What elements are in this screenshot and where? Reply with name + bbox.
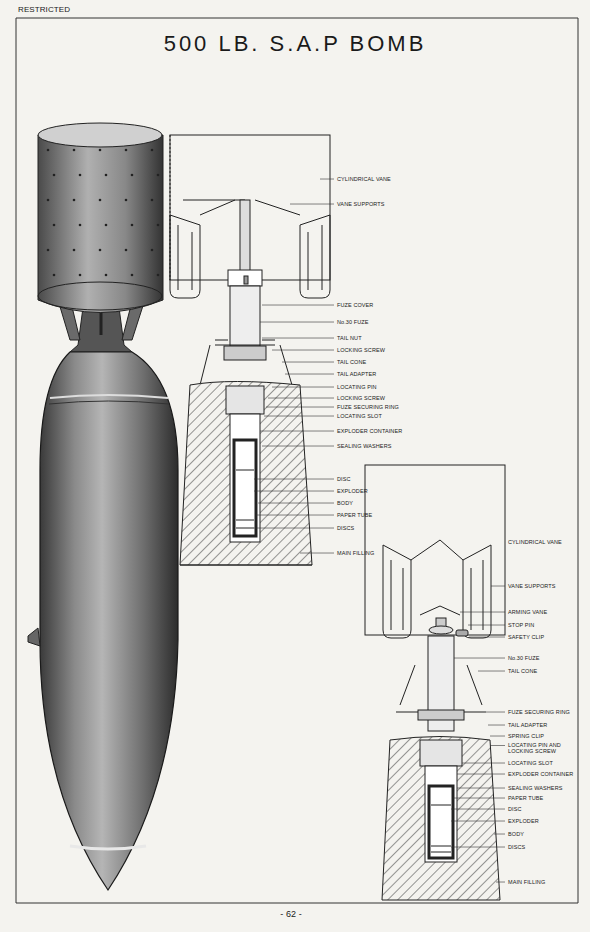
part-label: SEALING WASHERS <box>508 785 562 791</box>
part-label: FUZE SECURING RING <box>508 709 570 715</box>
leader-line <box>264 416 334 417</box>
leader-line <box>494 834 505 835</box>
part-label: EXPLODER <box>337 488 368 494</box>
part-label: TAIL ADAPTER <box>337 371 376 377</box>
part-label: DISC <box>337 476 351 482</box>
part-label: TAIL NUT <box>337 335 362 341</box>
part-label: SPRING CLIP <box>508 733 544 739</box>
part-label: FUZE SECURING RING <box>337 404 399 410</box>
leader-line <box>451 809 505 810</box>
part-label: VANE SUPPORTS <box>337 201 385 207</box>
part-label: ARMING VANE <box>508 609 547 615</box>
part-label: MAIN FILLING <box>508 879 545 885</box>
part-label: LOCKING SCREW <box>337 347 385 353</box>
leader-line <box>272 350 334 351</box>
part-label: LOCATING SLOT <box>508 760 553 766</box>
part-label: EXPLODER CONTAINER <box>508 771 573 777</box>
part-label: BODY <box>337 500 353 506</box>
leader-line <box>285 374 334 375</box>
page-frame <box>16 18 578 903</box>
part-label: LOCATING SLOT <box>337 413 382 419</box>
page-note: RESTRICTED <box>18 6 70 15</box>
part-label: PAPER TUBE <box>508 795 543 801</box>
leader-line <box>453 798 505 799</box>
page-note: - 62 - <box>0 910 582 920</box>
leader-line <box>490 736 505 737</box>
leader-line <box>290 204 334 205</box>
leader-line <box>256 515 334 516</box>
part-label: LOCATING PIN <box>337 384 377 390</box>
leader-line <box>478 671 505 672</box>
leader-line <box>254 491 334 492</box>
leader-line <box>496 882 505 883</box>
leader-line <box>300 553 334 554</box>
leader-line <box>260 322 334 323</box>
part-label: FUZE COVER <box>337 302 373 308</box>
part-label: EXPLODER <box>508 818 539 824</box>
part-label: DISCS <box>508 844 525 850</box>
leader-line <box>262 305 334 306</box>
leader-line <box>268 398 334 399</box>
part-label: No.30 FUZE <box>508 655 540 661</box>
leader-line <box>272 387 334 388</box>
part-label: DISC <box>508 806 522 812</box>
leader-line <box>258 503 334 504</box>
leader-line <box>451 821 505 822</box>
part-label: LOCATING PIN AND LOCKING SCREW <box>508 742 582 754</box>
part-label: EXPLODER CONTAINER <box>337 428 402 434</box>
part-label: TAIL CONE <box>508 668 537 674</box>
leader-line <box>457 774 505 775</box>
part-label: BODY <box>508 831 524 837</box>
part-label: STOP PIN <box>508 622 534 628</box>
part-label: LOCKING SCREW <box>337 395 385 401</box>
leader-line <box>266 407 334 408</box>
leader-line <box>491 586 505 587</box>
part-label: TAIL ADAPTER <box>508 722 547 728</box>
leader-line <box>260 431 334 432</box>
leader-line <box>460 612 505 613</box>
part-label: SAFETY CLIP <box>508 634 544 640</box>
leader-line <box>490 745 505 746</box>
part-label: SEALING WASHERS <box>337 443 391 449</box>
bomb-exterior <box>28 123 178 890</box>
leader-line <box>488 725 505 726</box>
leader-line <box>457 788 505 789</box>
part-label: PAPER TUBE <box>337 512 372 518</box>
part-label: CYLINDRICAL VANE <box>508 539 562 545</box>
leader-line <box>454 658 505 659</box>
leader-line <box>320 179 334 180</box>
leader-line <box>468 625 505 626</box>
leader-line <box>262 338 334 339</box>
lower-cutaway <box>365 465 505 900</box>
leader-line <box>486 712 505 713</box>
part-label: MAIN FILLING <box>337 550 374 556</box>
leader-line <box>262 446 334 447</box>
page-title: 500 LB. S.A.P BOMB <box>0 32 590 56</box>
part-label: TAIL CONE <box>337 359 366 365</box>
leader-line <box>469 637 505 638</box>
part-label: CYLINDRICAL VANE <box>337 176 391 182</box>
leader-line <box>282 362 334 363</box>
leader-line <box>254 528 334 529</box>
leader-line <box>451 847 505 848</box>
part-label: No.30 FUZE <box>337 319 369 325</box>
leader-line <box>462 763 505 764</box>
part-label: VANE SUPPORTS <box>508 583 556 589</box>
part-label: DISCS <box>337 525 354 531</box>
leader-line <box>254 479 334 480</box>
